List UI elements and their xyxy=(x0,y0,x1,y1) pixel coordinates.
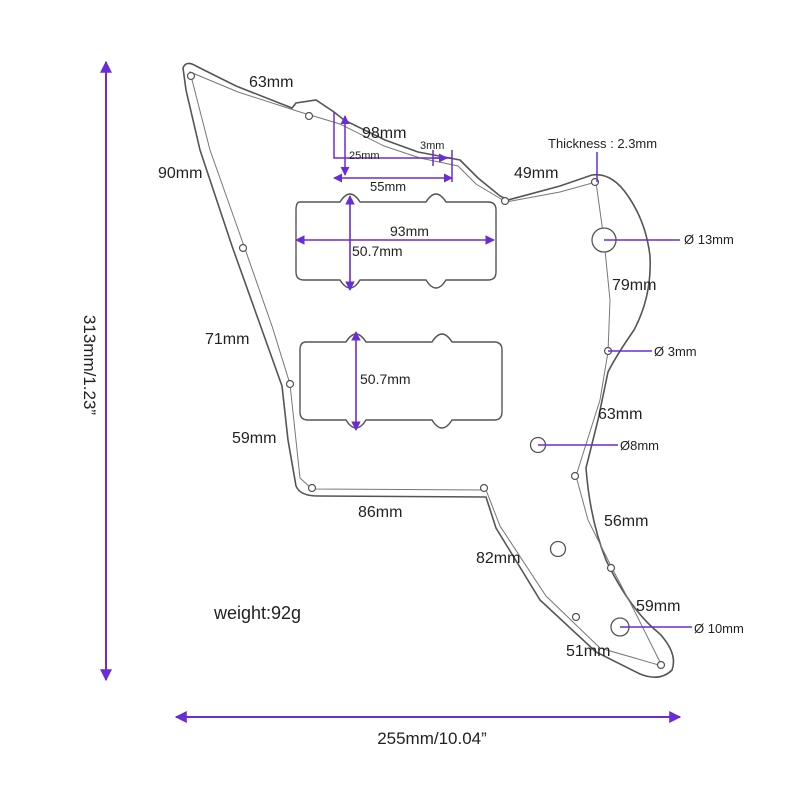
label-hole-3mm: Ø 3mm xyxy=(654,344,697,359)
label-edge-top-mid: 98mm xyxy=(362,125,406,142)
screw-hole xyxy=(571,612,581,622)
label-edge-horn-upper: 59mm xyxy=(636,598,680,615)
notch-outline xyxy=(333,112,452,159)
label-thickness: Thickness : 2.3mm xyxy=(548,136,657,151)
pickup-cavity-bridge xyxy=(299,333,503,429)
screw-hole xyxy=(238,243,248,253)
screw-hole xyxy=(606,563,616,573)
label-weight: weight:92g xyxy=(213,603,301,623)
screw-hole xyxy=(304,111,314,121)
label-edge-bottom-mid: 86mm xyxy=(358,504,402,521)
label-pickup1-height: 50.7mm xyxy=(352,243,403,259)
label-pickup2-height: 50.7mm xyxy=(360,371,411,387)
screw-hole xyxy=(479,483,489,493)
label-pickup-width: 93mm xyxy=(390,223,429,239)
screw-hole xyxy=(656,660,666,670)
label-hole-8mm: Ø8mm xyxy=(620,438,659,453)
label-notch-offset: 3mm xyxy=(420,140,444,152)
screw-hole xyxy=(570,471,580,481)
width-dimension-label: 255mm/10.04” xyxy=(377,729,487,748)
label-edge-left-upper: 90mm xyxy=(158,165,202,182)
label-hole-10mm: Ø 10mm xyxy=(694,621,744,636)
label-edge-left-lower: 59mm xyxy=(232,430,276,447)
label-edge-top-right: 49mm xyxy=(514,165,558,182)
label-edge-right-lower: 56mm xyxy=(604,513,648,530)
screw-hole xyxy=(186,71,196,81)
label-edge-left-mid: 71mm xyxy=(205,331,249,348)
screw-hole xyxy=(307,483,317,493)
height-dimension-label: 313mm/1.23” xyxy=(80,315,99,415)
hole-extra xyxy=(549,540,567,558)
screw-holes xyxy=(186,71,666,670)
label-edge-horn-tip: 51mm xyxy=(566,643,610,660)
screw-hole xyxy=(500,196,510,206)
label-edge-top-left: 63mm xyxy=(249,74,293,91)
label-notch-depth: 25mm xyxy=(349,150,380,162)
screw-hole xyxy=(285,379,295,389)
label-notch-width: 55mm xyxy=(370,179,406,194)
label-edge-right-upper: 79mm xyxy=(612,277,656,294)
label-edge-bottom-diag: 82mm xyxy=(476,550,520,567)
pickup-cavity-neck xyxy=(295,193,497,289)
label-hole-13mm: Ø 13mm xyxy=(684,232,734,247)
label-edge-right-mid: 63mm xyxy=(598,406,642,423)
